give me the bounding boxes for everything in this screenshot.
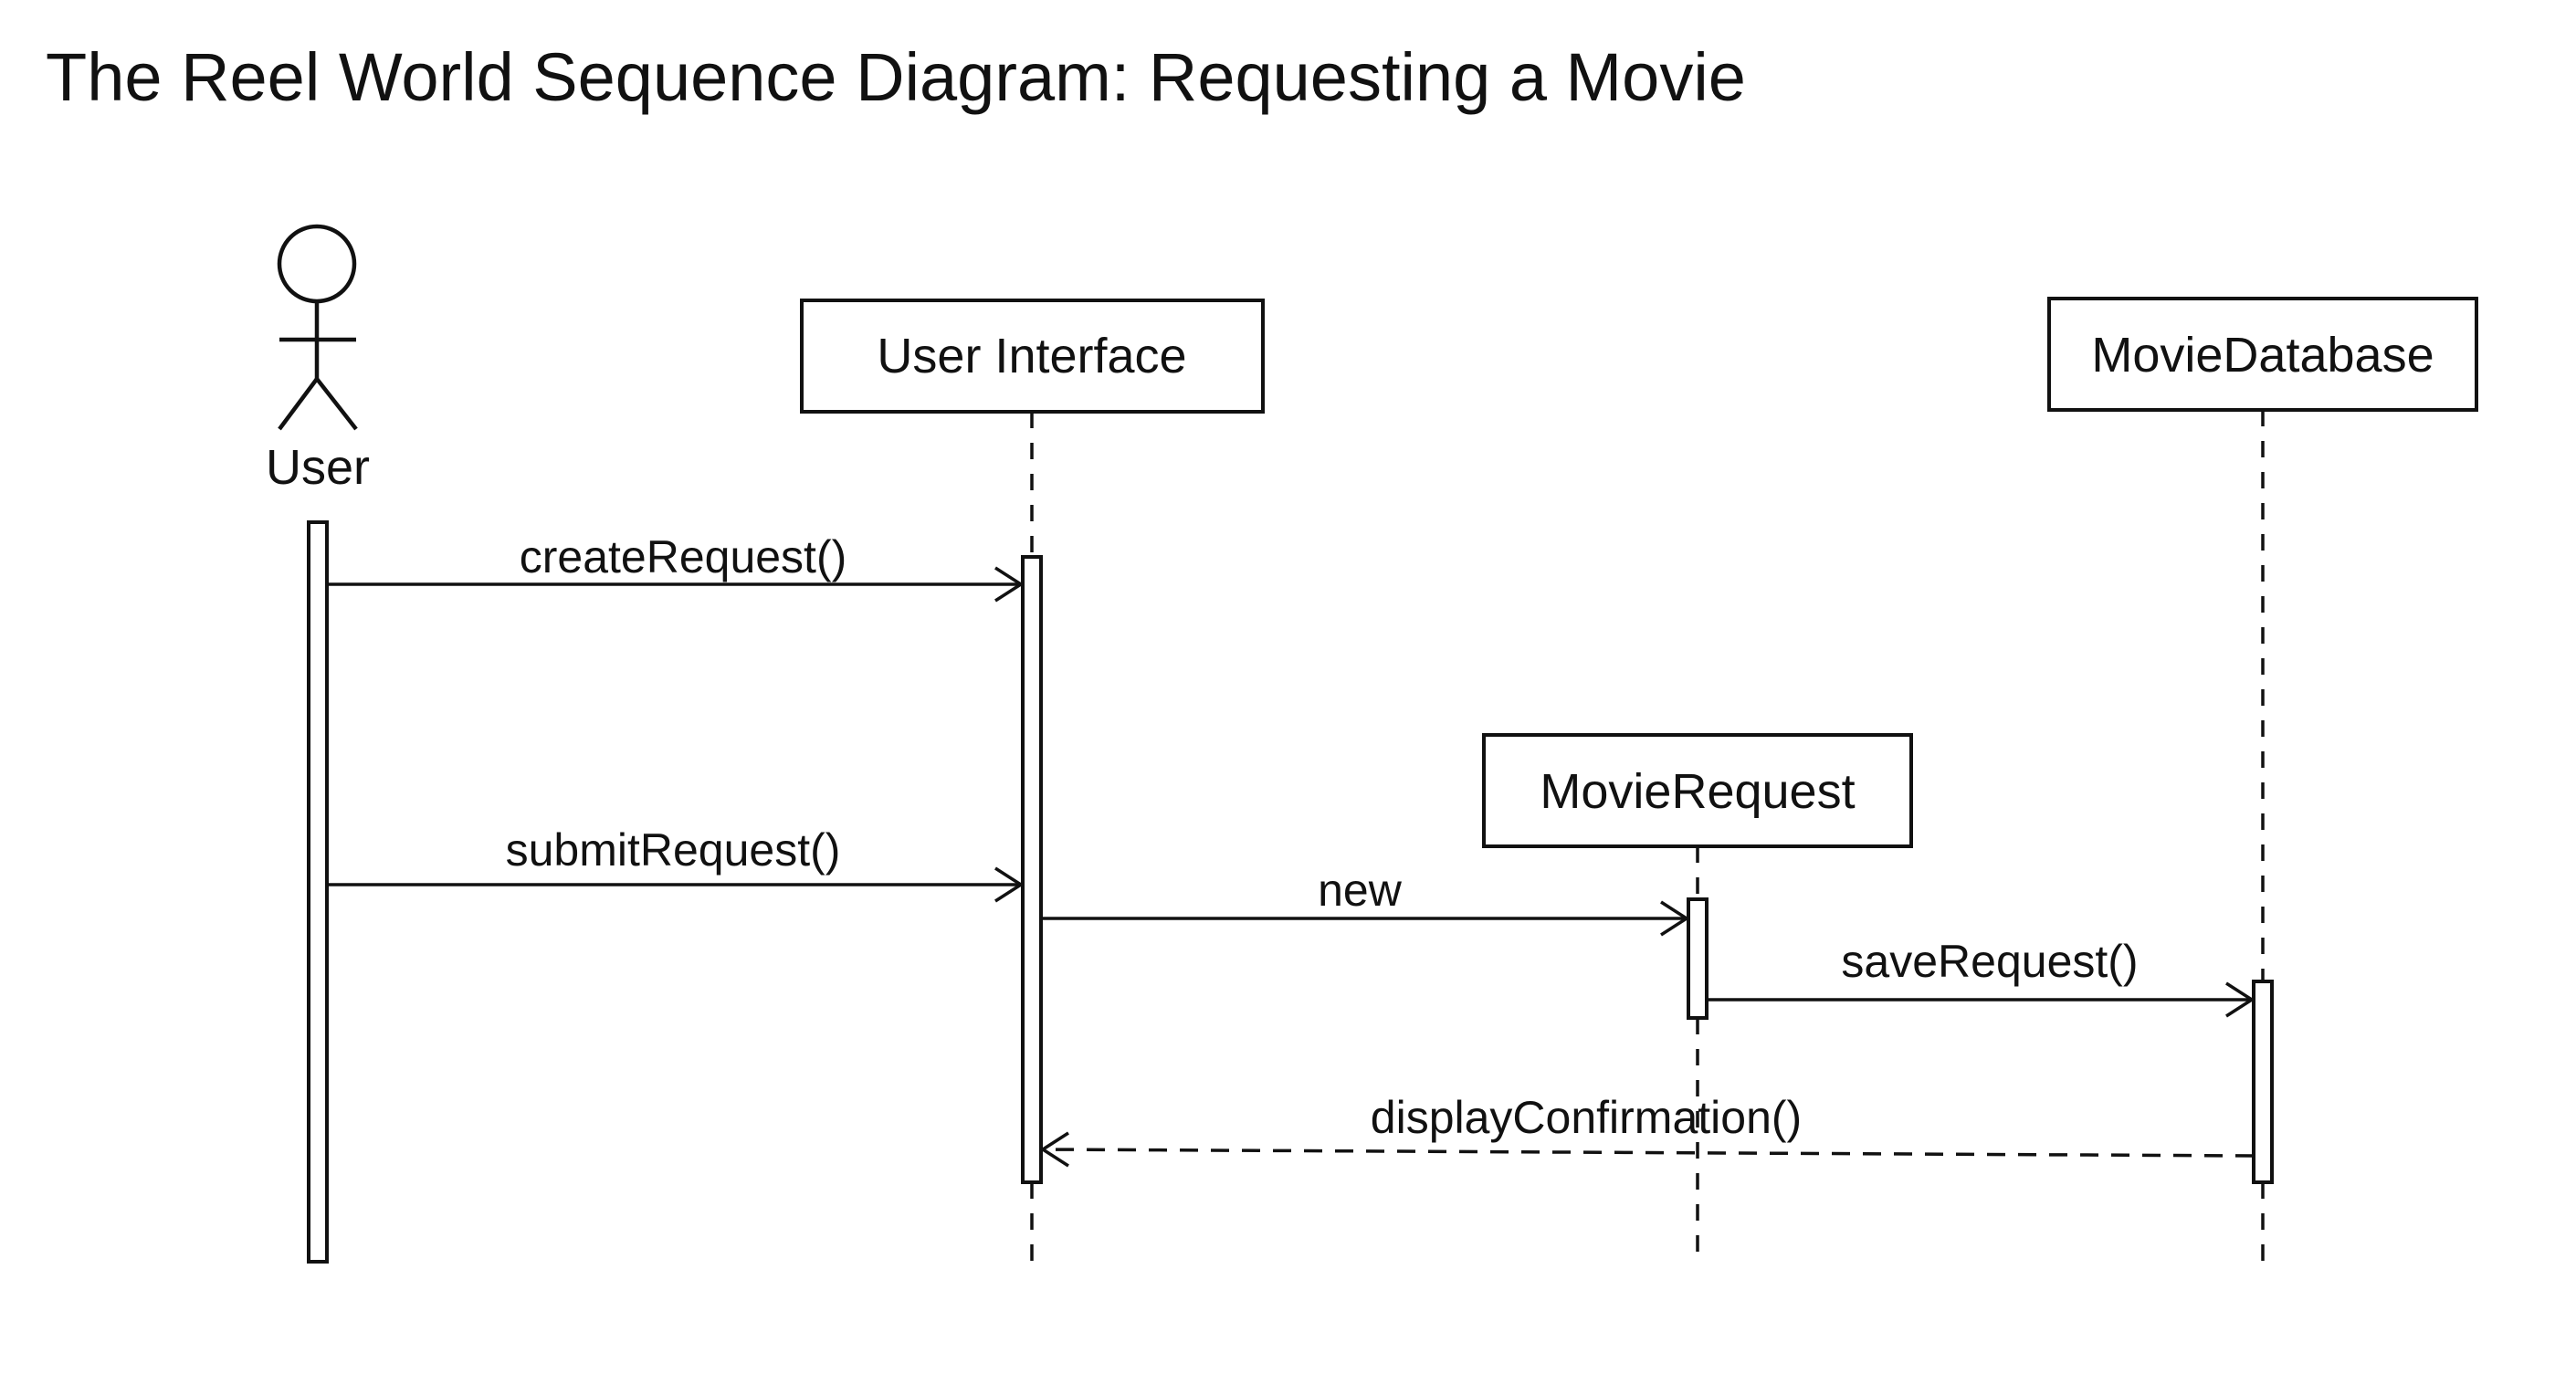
movie-database-box: [2047, 297, 2478, 412]
user-actor: User: [266, 224, 370, 495]
message-display-confirmation: displayConfirmation(): [1039, 1092, 2255, 1168]
movie-database-label: MovieDatabase: [2091, 328, 2434, 383]
message-label: createRequest(): [520, 531, 847, 582]
message-create-request: createRequest(): [327, 531, 1025, 603]
stick-figure-icon: [277, 224, 358, 431]
user-activation-bar: [307, 520, 329, 1264]
message-label: submitRequest(): [506, 824, 841, 876]
message-label: saveRequest(): [1841, 936, 2138, 987]
movie-database-lifeline: MovieDatabase: [2047, 297, 2478, 1264]
message-submit-request: submitRequest(): [327, 824, 1025, 903]
movie-database-activation-bar: [2252, 980, 2274, 1184]
arrow-head-icon: [1660, 900, 1690, 937]
message-label: new: [1318, 865, 1403, 916]
movie-request-label: MovieRequest: [1540, 764, 1855, 819]
user-interface-lifeline: User Interface: [800, 299, 1265, 1264]
movie-request-box: [1482, 733, 1913, 848]
arrow-head-icon: [994, 866, 1025, 903]
user-interface-activation-bar: [1021, 555, 1043, 1184]
message-label: displayConfirmation(): [1371, 1092, 1802, 1143]
arrow-head-icon: [1039, 1131, 1069, 1168]
arrow-head-icon: [2225, 981, 2255, 1018]
diagram-title: The Reel World Sequence Diagram: Request…: [46, 39, 1746, 115]
movie-request-lifeline: MovieRequest: [1482, 733, 1913, 1264]
arrow-head-icon: [994, 566, 1025, 603]
user-interface-box: [800, 299, 1265, 414]
user-interface-label: User Interface: [877, 329, 1186, 383]
message-new: new: [1041, 865, 1690, 937]
message-save-request: saveRequest(): [1707, 936, 2255, 1018]
movie-request-activation-bar: [1687, 897, 1709, 1020]
actor-label: User: [266, 440, 370, 495]
